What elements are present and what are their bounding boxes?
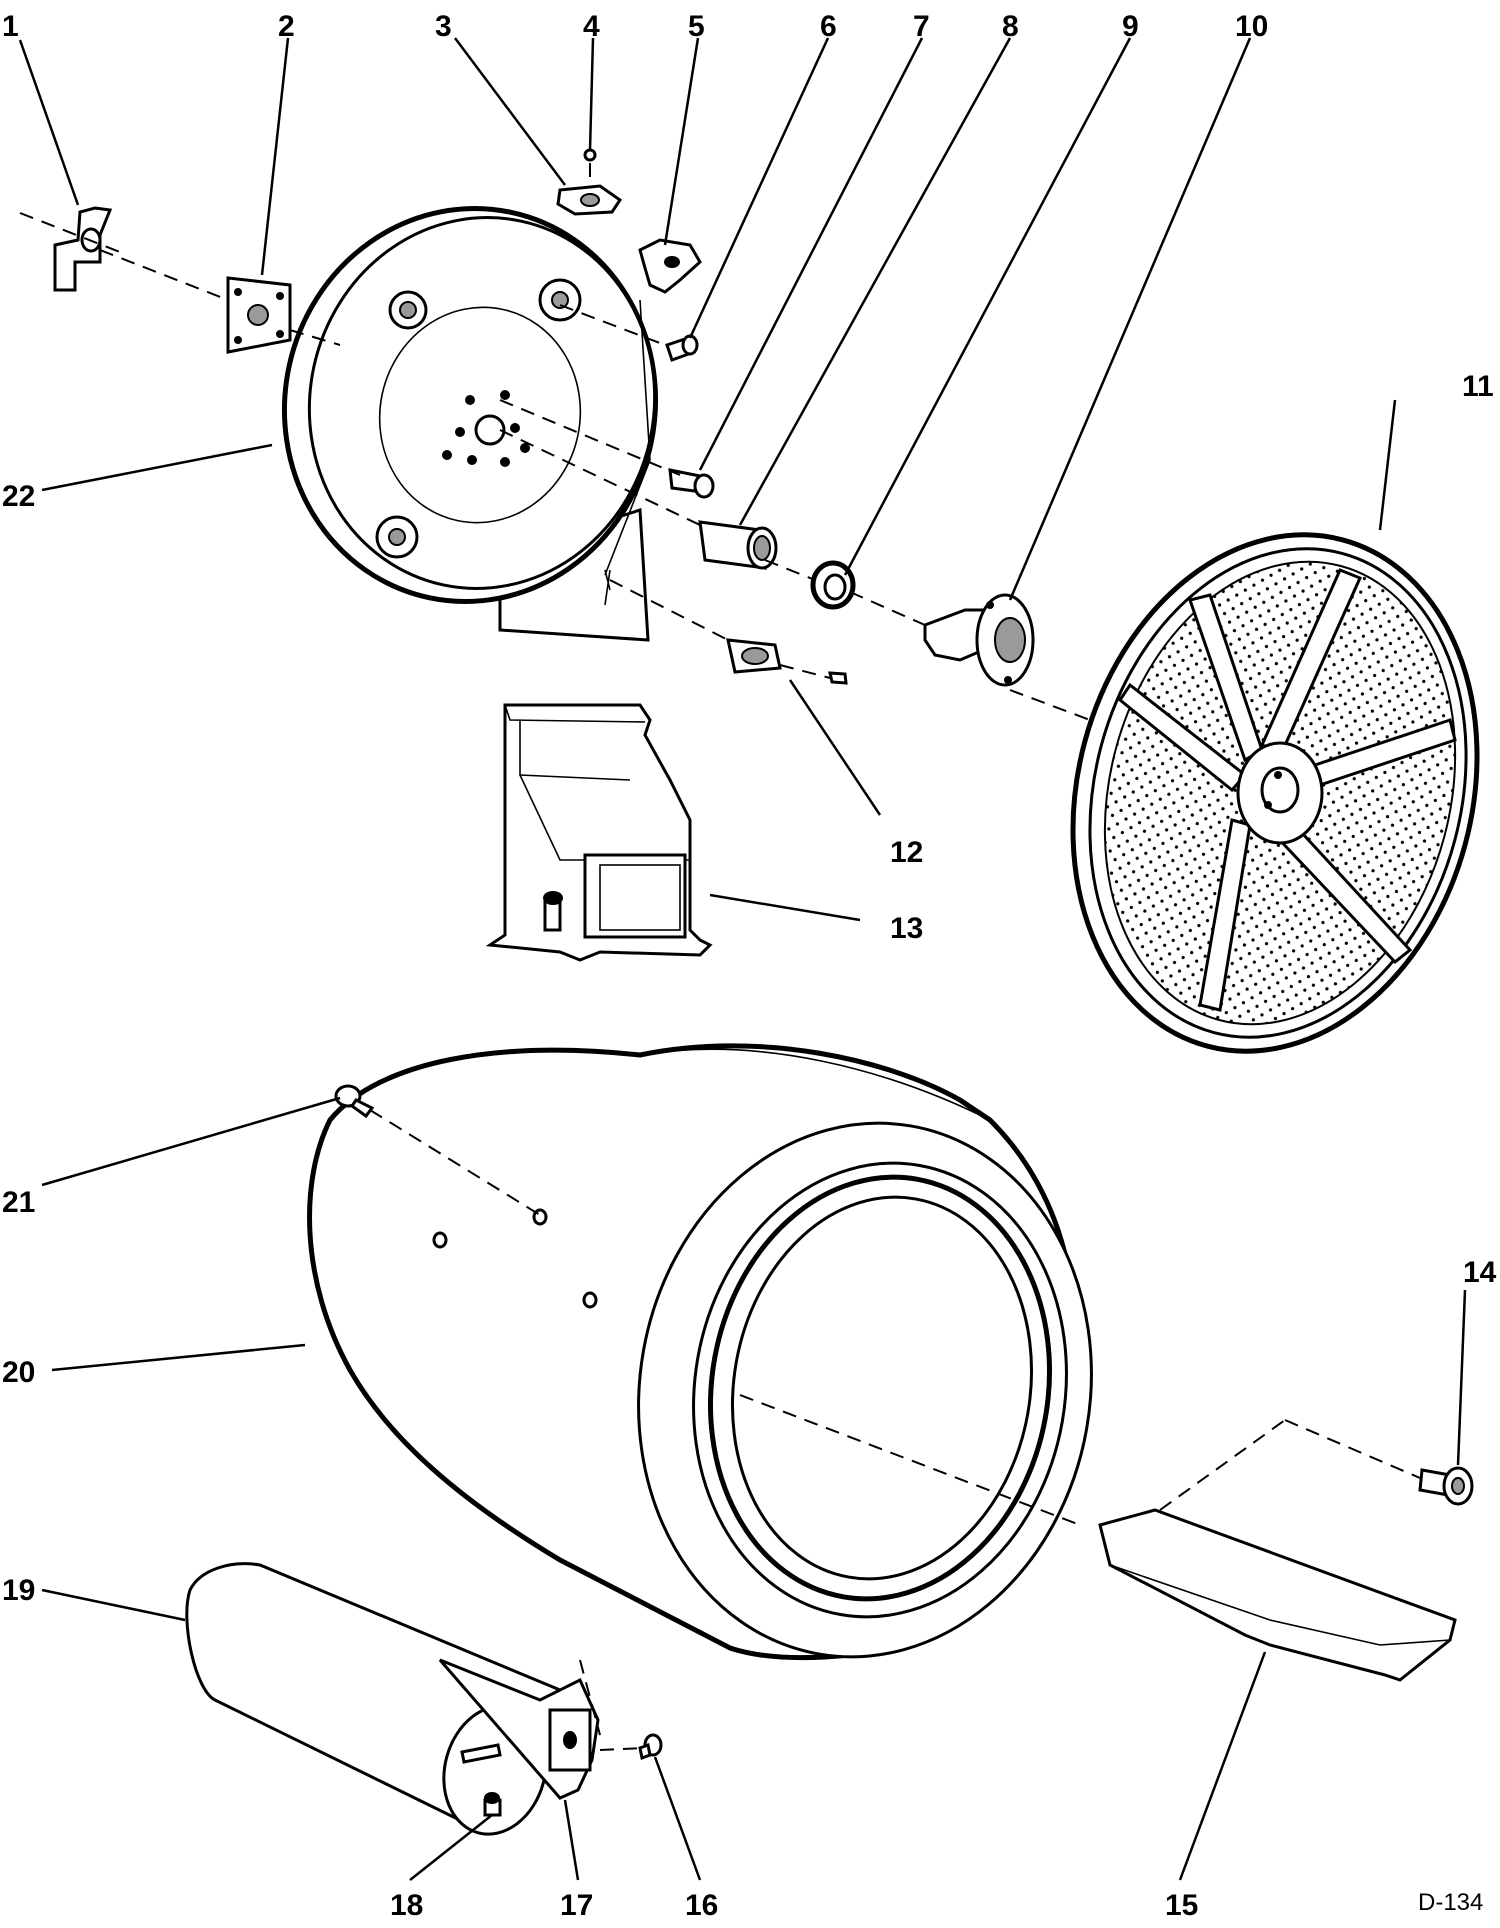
label-7: 7 — [913, 10, 930, 43]
perforated-drum-back — [1070, 532, 1480, 1054]
assembly-axis-lines — [19, 163, 1421, 1751]
label-5: 5 — [688, 10, 705, 43]
leader-lines — [18, 37, 1467, 1881]
bolt-14 — [1418, 1466, 1474, 1506]
small-bracket-3 — [556, 184, 623, 216]
lifter-vane-15 — [1098, 1508, 1457, 1682]
label-2: 2 — [278, 10, 295, 43]
label-3: 3 — [435, 10, 452, 43]
mounting-bracket — [53, 206, 113, 292]
label-11: 11 — [1462, 370, 1494, 403]
washer-9 — [810, 560, 856, 610]
label-12: 12 — [890, 836, 923, 869]
label-20: 20 — [2, 1356, 35, 1389]
part-number-labels: 1 2 3 4 5 6 7 8 9 10 11 12 13 14 15 16 1… — [2, 10, 1497, 1922]
label-21: 21 — [2, 1186, 35, 1219]
label-13: 13 — [890, 912, 923, 945]
label-22: 22 — [2, 480, 35, 513]
label-15: 15 — [1165, 1889, 1198, 1922]
label-10: 10 — [1235, 10, 1268, 43]
screw-21 — [334, 1084, 375, 1119]
gasket-plate-12 — [726, 638, 848, 685]
heater-cylinder-19 — [185, 1562, 600, 1836]
label-16: 16 — [685, 1889, 718, 1922]
label-4: 4 — [583, 10, 600, 43]
rear-bulkhead-housing — [281, 206, 659, 642]
drum-shaft-10 — [923, 593, 1035, 687]
screw-16 — [638, 1733, 663, 1761]
screw-4 — [583, 148, 597, 162]
label-14: 14 — [1463, 1256, 1497, 1289]
label-1: 1 — [2, 10, 19, 43]
exhaust-duct-13 — [485, 703, 713, 962]
flange-plate — [226, 276, 292, 354]
label-9: 9 — [1122, 10, 1139, 43]
drum-shell-20 — [307, 1043, 1093, 1661]
label-8: 8 — [1002, 10, 1019, 43]
bolt-6 — [665, 334, 699, 362]
sleeve-8 — [698, 520, 778, 570]
label-19: 19 — [2, 1574, 35, 1607]
label-6: 6 — [820, 10, 837, 43]
label-18: 18 — [390, 1889, 423, 1922]
figure-code: D-134 — [1418, 1889, 1483, 1916]
bolt-7 — [668, 468, 715, 499]
label-17: 17 — [560, 1889, 593, 1922]
bearing-housing-5 — [638, 238, 702, 294]
